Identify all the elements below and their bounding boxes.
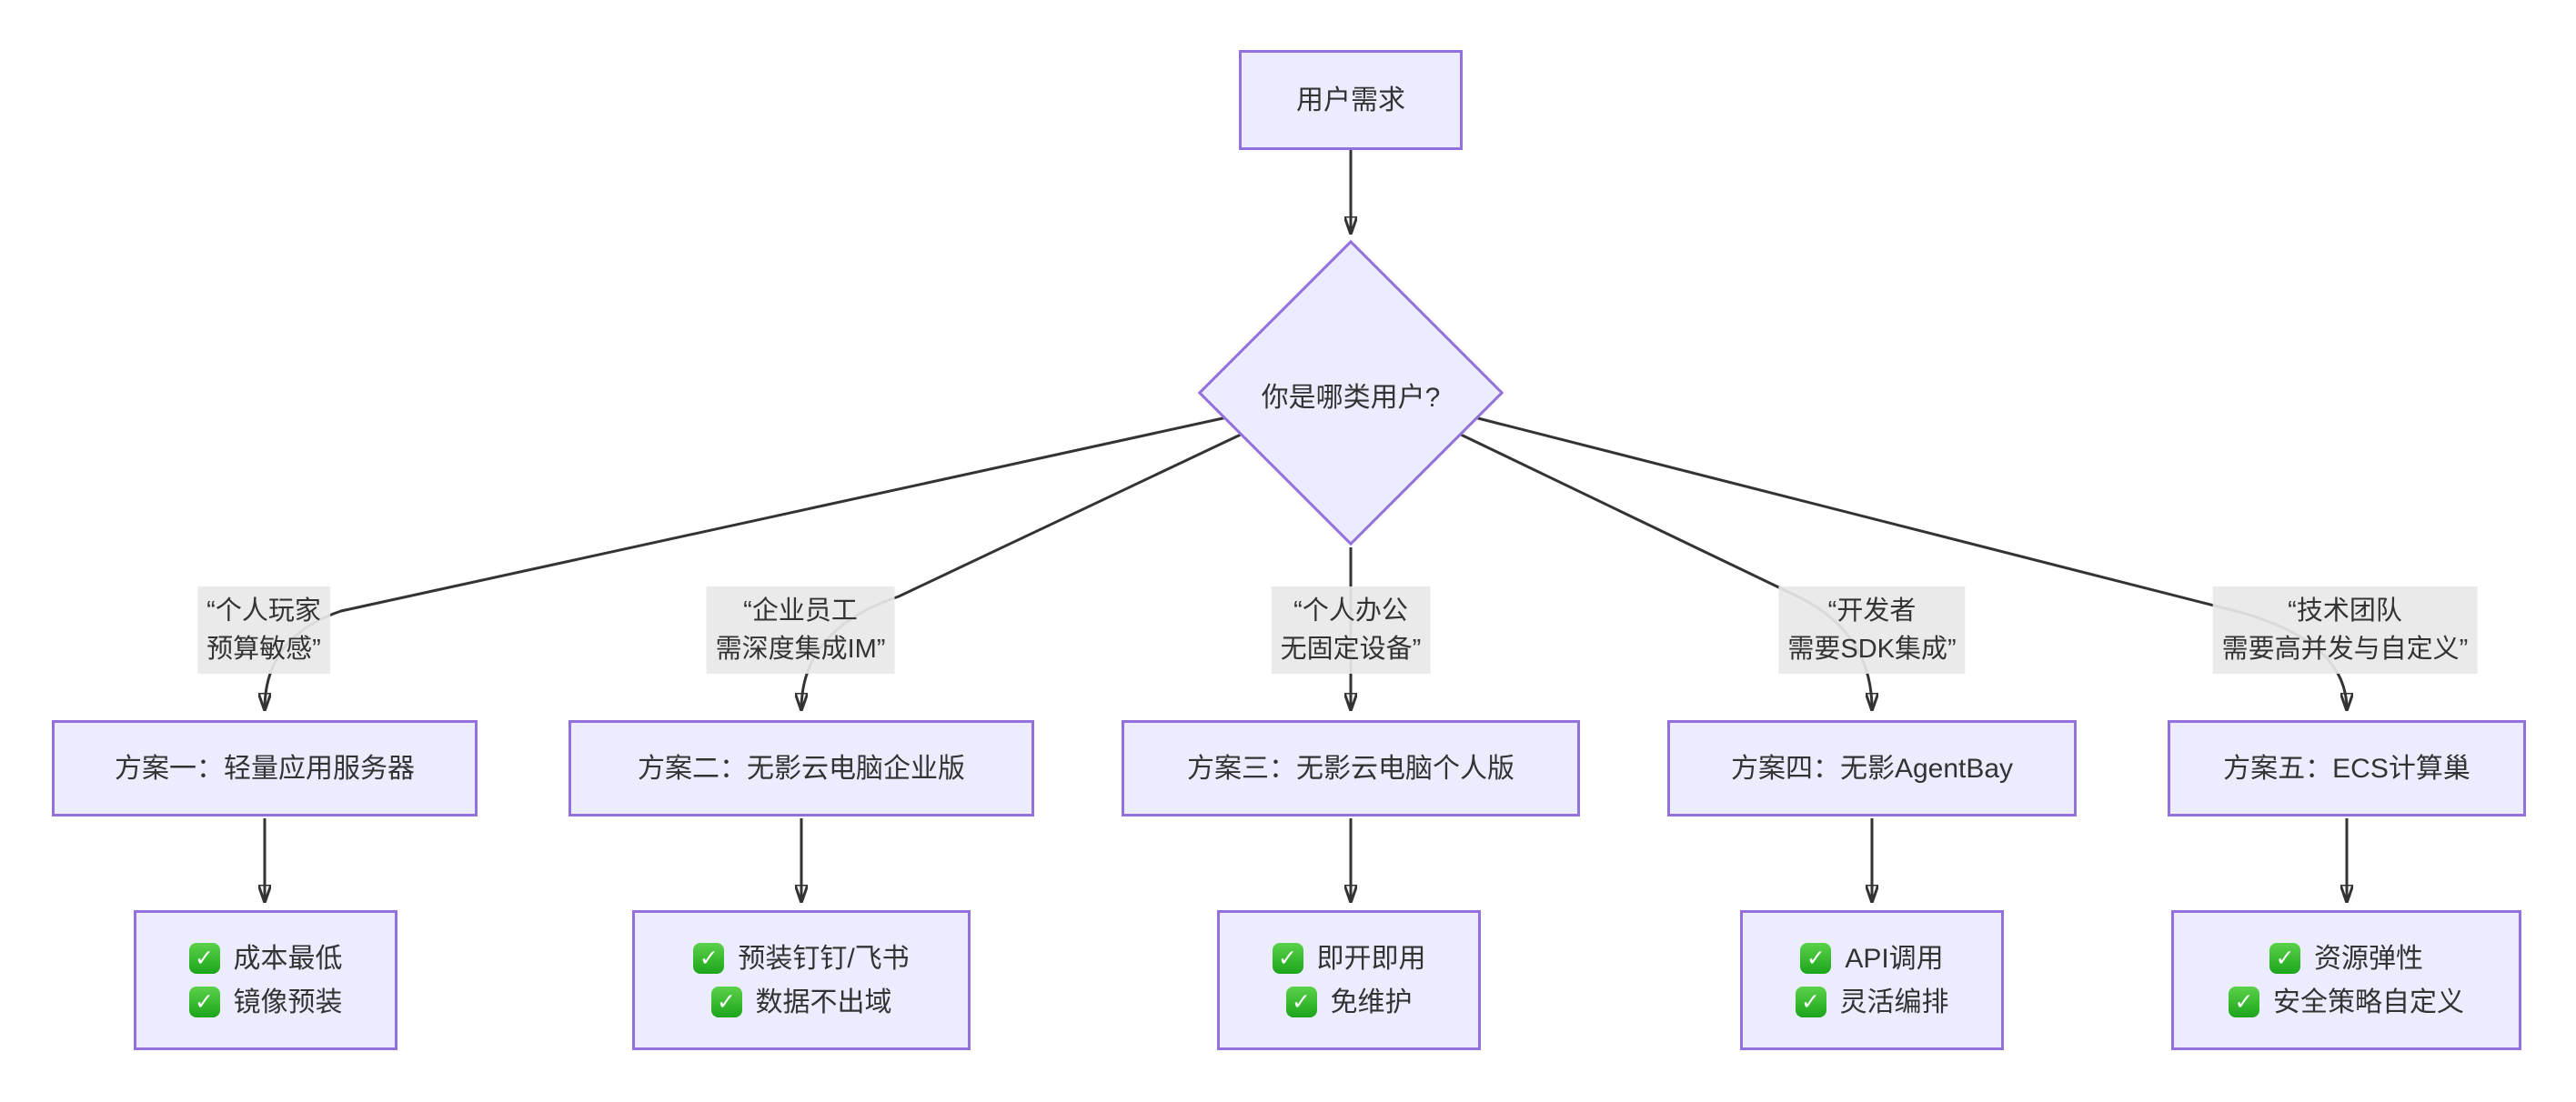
check-icon [188, 987, 220, 1017]
benefits-node-5: 资源弹性 安全策略自定义 [2171, 910, 2521, 1050]
solution-label: 方案三：无影云电脑个人版 [1187, 753, 1514, 784]
check-icon [710, 987, 742, 1017]
condition-line: 无固定设备” [1280, 635, 1422, 664]
check-icon [1272, 943, 1303, 974]
solution-label: 方案一：轻量应用服务器 [115, 753, 415, 784]
benefit-label: 安全策略自定义 [2273, 987, 2464, 1017]
solution-node-3: 方案三：无影云电脑个人版 [1122, 720, 1580, 816]
edge-condition-label-5: “技术团队 需要高并发与自定义” [2212, 586, 2478, 674]
benefit-row: 资源弹性 [2269, 937, 2423, 979]
solution-label: 方案二：无影云电脑企业版 [638, 753, 965, 784]
benefit-row: API调用 [1800, 937, 1944, 979]
benefit-row: 镜像预装 [188, 981, 343, 1023]
check-icon [2229, 987, 2259, 1017]
check-icon [1285, 987, 1317, 1017]
condition-line: 需要高并发与自定义” [2221, 635, 2469, 664]
edge-condition-label-2: “企业员工 需深度集成IM” [706, 586, 895, 674]
condition-line: “技术团队 [2288, 596, 2402, 626]
solution-label: 方案五：ECS计算巢 [2223, 753, 2470, 784]
benefit-row: 预装钉钉/飞书 [693, 937, 910, 979]
condition-line: 需要SDK集成” [1787, 635, 1957, 664]
condition-line: “开发者 [1827, 596, 1917, 626]
solution-node-4: 方案四：无影AgentBay [1667, 720, 2077, 816]
condition-line: “企业员工 [743, 596, 858, 626]
decision-label: 你是哪类用户? [1261, 383, 1441, 413]
benefit-label: 预装钉钉/飞书 [738, 943, 910, 974]
root-node: 用户需求 [1239, 50, 1463, 150]
benefit-row: 即开即用 [1272, 937, 1426, 979]
condition-line: 预算敏感” [206, 635, 321, 664]
check-icon [693, 943, 725, 974]
root-node-label: 用户需求 [1296, 85, 1405, 115]
benefits-node-3: 即开即用 免维护 [1217, 910, 1481, 1050]
solution-label: 方案四：无影AgentBay [1730, 753, 2014, 784]
benefit-row: 免维护 [1285, 981, 1413, 1023]
check-icon [188, 943, 220, 974]
check-icon [1800, 943, 1832, 974]
benefit-label: API调用 [1845, 943, 1944, 974]
benefits-node-2: 预装钉钉/飞书 数据不出域 [632, 910, 971, 1050]
check-icon [2269, 943, 2300, 974]
benefit-row: 数据不出域 [710, 981, 892, 1023]
solution-node-2: 方案二：无影云电脑企业版 [569, 720, 1034, 816]
benefits-node-4: API调用 灵活编排 [1740, 910, 2004, 1050]
benefit-label: 成本最低 [233, 943, 343, 974]
condition-line: “个人办公 [1293, 596, 1408, 626]
benefit-label: 数据不出域 [755, 987, 892, 1017]
benefit-label: 灵活编排 [1839, 987, 1949, 1017]
solution-node-5: 方案五：ECS计算巢 [2168, 720, 2526, 816]
benefit-label: 免维护 [1330, 987, 1413, 1017]
condition-line: “个人玩家 [206, 596, 321, 626]
edge-condition-label-1: “个人玩家 预算敏感” [197, 586, 330, 674]
benefit-row: 成本最低 [188, 937, 343, 979]
check-icon [1795, 987, 1826, 1017]
benefit-label: 资源弹性 [2314, 943, 2423, 974]
edge-condition-label-4: “开发者 需要SDK集成” [1778, 586, 1966, 674]
benefit-label: 镜像预装 [233, 987, 343, 1017]
benefit-row: 灵活编排 [1795, 981, 1949, 1023]
benefit-label: 即开即用 [1316, 943, 1426, 974]
edge-condition-label-3: “个人办公 无固定设备” [1271, 586, 1431, 674]
benefits-node-1: 成本最低 镜像预装 [134, 910, 397, 1050]
solution-node-1: 方案一：轻量应用服务器 [52, 720, 478, 816]
benefit-row: 安全策略自定义 [2229, 981, 2464, 1023]
condition-line: 需深度集成IM” [715, 635, 886, 664]
